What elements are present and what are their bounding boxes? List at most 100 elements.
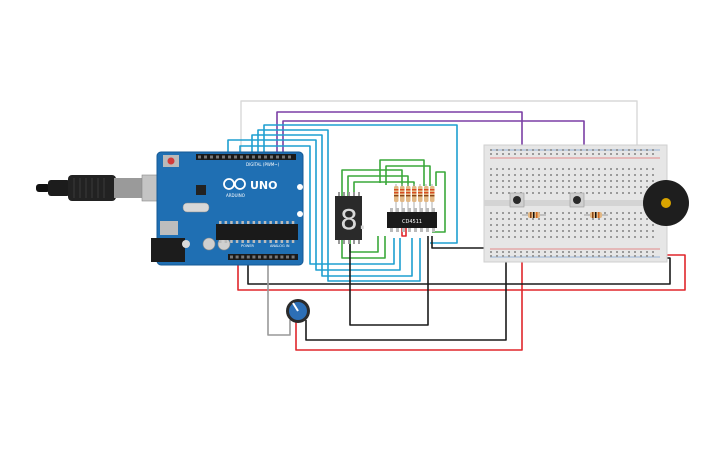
breadboard-hole	[628, 230, 630, 232]
display-pin	[358, 240, 360, 244]
wire-blue-2[interactable]	[227, 139, 401, 271]
breadboard-hole	[634, 180, 636, 182]
chip-pin	[280, 221, 284, 224]
breadboard-hole	[646, 236, 648, 238]
wire-gray-top[interactable]	[240, 100, 638, 178]
breadboard-hole	[544, 180, 546, 182]
wire-blue-4[interactable]	[251, 134, 413, 277]
wire-red-pot[interactable]	[295, 258, 523, 351]
breadboard-hole	[490, 224, 492, 226]
wire-green-6[interactable]	[341, 236, 386, 259]
potentiometer[interactable]	[286, 299, 310, 323]
resistor-band	[400, 189, 405, 191]
chip-pin	[235, 240, 239, 243]
breadboard-hole	[616, 212, 618, 214]
breadboard-hole	[538, 218, 540, 220]
chip-pin	[390, 228, 393, 232]
wire-green-2[interactable]	[347, 175, 409, 200]
breadboard-hole	[520, 149, 522, 151]
wire-gray-pot[interactable]	[267, 250, 291, 336]
wire-black-chip[interactable]	[349, 236, 429, 326]
breadboard-hole	[586, 224, 588, 226]
breadboard-hole	[520, 186, 522, 188]
breadboard-hole	[622, 149, 624, 151]
breadboard-hole	[604, 153, 606, 155]
breadboard-hole	[568, 174, 570, 176]
atmega-chip	[216, 224, 298, 240]
breadboard-resistor-1[interactable]	[522, 212, 546, 218]
wire-black-pot[interactable]	[305, 258, 507, 341]
breadboard-hole	[634, 168, 636, 170]
chip-pin	[432, 228, 435, 232]
resistor-body	[430, 186, 435, 202]
header-pin	[246, 255, 250, 259]
breadboard-hole	[574, 168, 576, 170]
resistor-bank[interactable]	[394, 184, 435, 212]
breadboard-hole	[508, 174, 510, 176]
breadboard-hole	[532, 255, 534, 257]
breadboard-hole	[586, 251, 588, 253]
breadboard-hole	[634, 224, 636, 226]
breadboard-hole	[556, 230, 558, 232]
chip-pin	[286, 240, 289, 243]
chip-pin	[241, 240, 244, 243]
wire-red-5v[interactable]	[237, 250, 686, 291]
breadboard-hole	[640, 180, 642, 182]
resistor-band	[424, 195, 429, 197]
breadboard-hole	[610, 174, 612, 176]
breadboard-hole	[622, 236, 624, 238]
digital-label: DIGITAL (PWM~)	[246, 162, 280, 167]
breadboard-hole	[574, 180, 576, 182]
breadboard-hole	[496, 212, 498, 214]
breadboard-hole	[502, 168, 504, 170]
wire-green-3[interactable]	[353, 181, 415, 200]
breadboard-hole	[556, 153, 558, 155]
breadboard-hole	[592, 236, 594, 238]
breadboard-hole	[580, 230, 582, 232]
chip-pin	[219, 221, 222, 224]
resistor-band	[418, 192, 423, 194]
breadboard-hole	[508, 168, 510, 170]
breadboard-hole	[544, 153, 546, 155]
wire-blue-5[interactable]	[257, 129, 421, 282]
breadboard-hole	[640, 224, 642, 226]
breadboard-hole	[622, 255, 624, 257]
wire-blue-1[interactable]	[263, 124, 458, 244]
breadboard-hole	[508, 236, 510, 238]
breadboard-hole	[556, 224, 558, 226]
wire-green-8[interactable]	[432, 171, 446, 233]
push-button-1[interactable]	[509, 192, 525, 208]
seven-segment-display[interactable]: 8.	[335, 192, 367, 244]
wire-blue-3[interactable]	[239, 145, 395, 265]
breadboard-resistor-2[interactable]	[584, 212, 608, 218]
header-pin	[235, 255, 239, 259]
breadboard-hole	[526, 212, 528, 214]
wire-green-5[interactable]	[385, 165, 431, 186]
breadboard-hole	[568, 218, 570, 220]
wire-green-4[interactable]	[379, 159, 425, 186]
breadboard-hole	[526, 251, 528, 253]
header-pin	[228, 155, 231, 159]
breadboard-hole	[544, 192, 546, 194]
cd4511-chip[interactable]: CD4511	[387, 208, 437, 232]
breadboard-hole	[568, 224, 570, 226]
breadboard-hole	[520, 153, 522, 155]
reset-button-cap[interactable]	[167, 157, 175, 165]
breadboard-hole	[592, 168, 594, 170]
wire-green-1[interactable]	[341, 169, 403, 200]
piezo-buzzer[interactable]	[643, 180, 689, 226]
resistor-body	[418, 186, 423, 202]
breadboard-hole	[508, 153, 510, 155]
breadboard[interactable]	[483, 144, 668, 263]
breadboard-hole	[622, 168, 624, 170]
arduino-uno-board[interactable]: UNO ARDUINO DIGITAL (PWM~) POWER ANALOG …	[151, 151, 304, 266]
uno-label: UNO	[250, 179, 278, 192]
breadboard-hole	[532, 236, 534, 238]
breadboard-hole	[490, 180, 492, 182]
breadboard-hole	[628, 218, 630, 220]
push-button-2[interactable]	[569, 192, 585, 208]
breadboard-hole	[532, 168, 534, 170]
breadboard-hole	[508, 230, 510, 232]
resistor-band	[412, 189, 417, 191]
